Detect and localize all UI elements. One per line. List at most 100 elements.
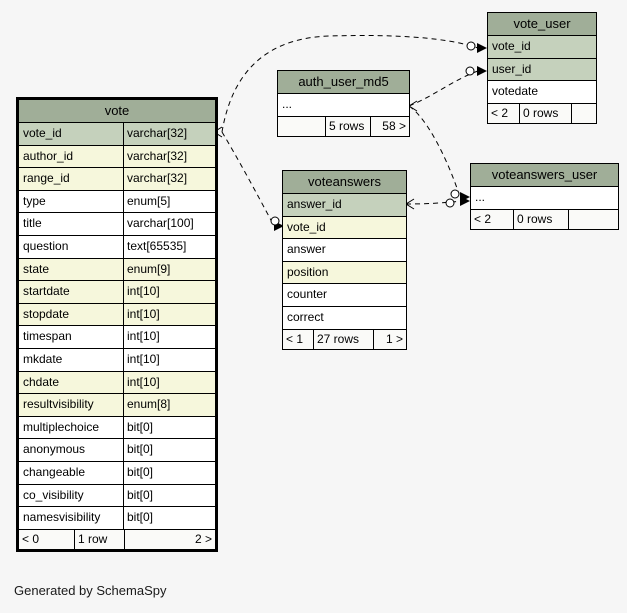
column-row: ... (471, 187, 618, 209)
column-row: state enum[9] (19, 257, 215, 281)
column-type: varchar[100] (127, 216, 194, 231)
relationship-vote-voteuser (213, 35, 487, 138)
table-vote[interactable]: vote vote_id varchar[32] author_id varch… (16, 97, 218, 552)
footer-children-count: 58 > (382, 118, 406, 133)
generated-by-label: Generated by SchemaSpy (14, 583, 167, 598)
column-name: question (19, 235, 124, 258)
footer-row-count: 27 rows (314, 329, 374, 349)
column-type: int[10] (127, 306, 160, 321)
column-row: startdate int[10] (19, 280, 215, 303)
column-name: type (19, 190, 124, 213)
footer-parents-count: < 2 (471, 209, 514, 229)
column-row: title varchar[100] (19, 212, 215, 235)
column-row: range_id varchar[32] (19, 167, 215, 190)
collapsed-columns-ellipsis: ... (282, 97, 293, 111)
column-type: bit[0] (127, 487, 154, 502)
column-type: varchar[32] (127, 171, 188, 186)
column-name: startdate (19, 281, 124, 303)
footer-parents-count: < 0 (19, 529, 75, 549)
column-type: bit[0] (127, 442, 154, 457)
column-row: author_id varchar[32] (19, 144, 215, 168)
column-row: changeable bit[0] (19, 460, 215, 484)
column-row: counter (283, 283, 406, 306)
column-type: varchar[32] (127, 126, 188, 140)
footer-row-count: 0 rows (514, 209, 569, 229)
table-vote-header[interactable]: vote (19, 100, 215, 123)
column-row: user_id (488, 57, 596, 81)
column-row: resultvisibility enum[8] (19, 393, 215, 416)
column-name: co_visibility (19, 484, 124, 507)
column-name: resultvisibility (19, 394, 124, 416)
table-voteanswers-footer: < 1 27 rows 1 > (283, 328, 406, 349)
column-name: stopdate (19, 303, 124, 326)
table-vote-user[interactable]: vote_user vote_id user_id votedate < 2 0… (487, 12, 597, 124)
column-name: vote_id (19, 123, 124, 145)
column-type: text[65535] (127, 238, 187, 253)
table-voteanswers-user-footer: < 2 0 rows (471, 208, 618, 229)
table-voteanswers-header[interactable]: voteanswers (283, 171, 406, 194)
column-name: counter (287, 287, 328, 302)
footer-row-count: 5 rows (326, 116, 371, 136)
column-row: vote_id (283, 215, 406, 239)
column-name: votedate (492, 84, 539, 99)
column-row: vote_id varchar[32] (19, 123, 215, 145)
column-type: int[10] (127, 374, 160, 389)
table-auth-user-md5[interactable]: auth_user_md5 ... 5 rows 58 > (277, 70, 410, 137)
table-vote-user-header[interactable]: vote_user (488, 13, 596, 36)
column-name: timespan (19, 326, 124, 348)
column-row: answer (283, 238, 406, 261)
column-name: position (287, 264, 329, 279)
column-row: stopdate int[10] (19, 302, 215, 326)
column-type: enum[9] (127, 261, 171, 276)
column-type: bit[0] (127, 510, 154, 525)
column-type: int[10] (127, 351, 160, 366)
column-name: title (19, 213, 124, 235)
column-name: answer (287, 242, 326, 257)
column-row: question text[65535] (19, 234, 215, 258)
column-name: range_id (19, 168, 124, 190)
column-row: answer_id (283, 194, 406, 216)
column-name: multiplechoice (19, 416, 124, 439)
footer-row-count: 0 rows (520, 103, 572, 123)
footer-parents-count (278, 116, 326, 136)
column-row: type enum[5] (19, 189, 215, 213)
column-type: bit[0] (127, 464, 154, 479)
column-name: author_id (19, 145, 124, 168)
column-row: timespan int[10] (19, 325, 215, 348)
table-auth-user-md5-footer: 5 rows 58 > (278, 115, 409, 136)
table-auth-user-md5-header[interactable]: auth_user_md5 (278, 71, 409, 94)
relationship-authuser-voteuser (408, 66, 487, 112)
footer-children-count (572, 104, 596, 123)
column-row: vote_id (488, 36, 596, 58)
column-row: ... (278, 94, 409, 116)
column-name: state (19, 258, 124, 281)
column-row: position (283, 260, 406, 284)
column-row: votedate (488, 80, 596, 103)
column-name: user_id (492, 61, 532, 76)
column-name: chdate (19, 371, 124, 394)
footer-children-count: 1 > (385, 331, 403, 346)
column-name: answer_id (287, 197, 342, 211)
column-row: mkdate int[10] (19, 347, 215, 371)
column-type: int[10] (127, 329, 160, 344)
footer-row-count: 1 row (75, 529, 125, 549)
table-voteanswers-user-header[interactable]: voteanswers_user (471, 164, 618, 187)
column-name: anonymous (19, 439, 124, 461)
column-name: changeable (19, 461, 124, 484)
column-row: chdate int[10] (19, 370, 215, 394)
table-vote-footer: < 0 1 row 2 > (19, 528, 215, 549)
table-voteanswers[interactable]: voteanswers answer_id vote_id answer pos… (282, 170, 407, 350)
relationship-vote-voteanswers (221, 131, 284, 231)
footer-children-count: 2 > (194, 531, 212, 546)
column-name: mkdate (19, 348, 124, 371)
table-voteanswers-user[interactable]: voteanswers_user ... < 2 0 rows (470, 163, 619, 230)
column-row: co_visibility bit[0] (19, 483, 215, 507)
relationship-authuser-voteanswersuser (408, 105, 470, 202)
column-row: multiplechoice bit[0] (19, 415, 215, 439)
column-type: enum[8] (127, 397, 171, 412)
footer-children-count (569, 210, 618, 229)
footer-parents-count: < 1 (283, 329, 314, 349)
column-name: namesvisibility (19, 507, 124, 529)
